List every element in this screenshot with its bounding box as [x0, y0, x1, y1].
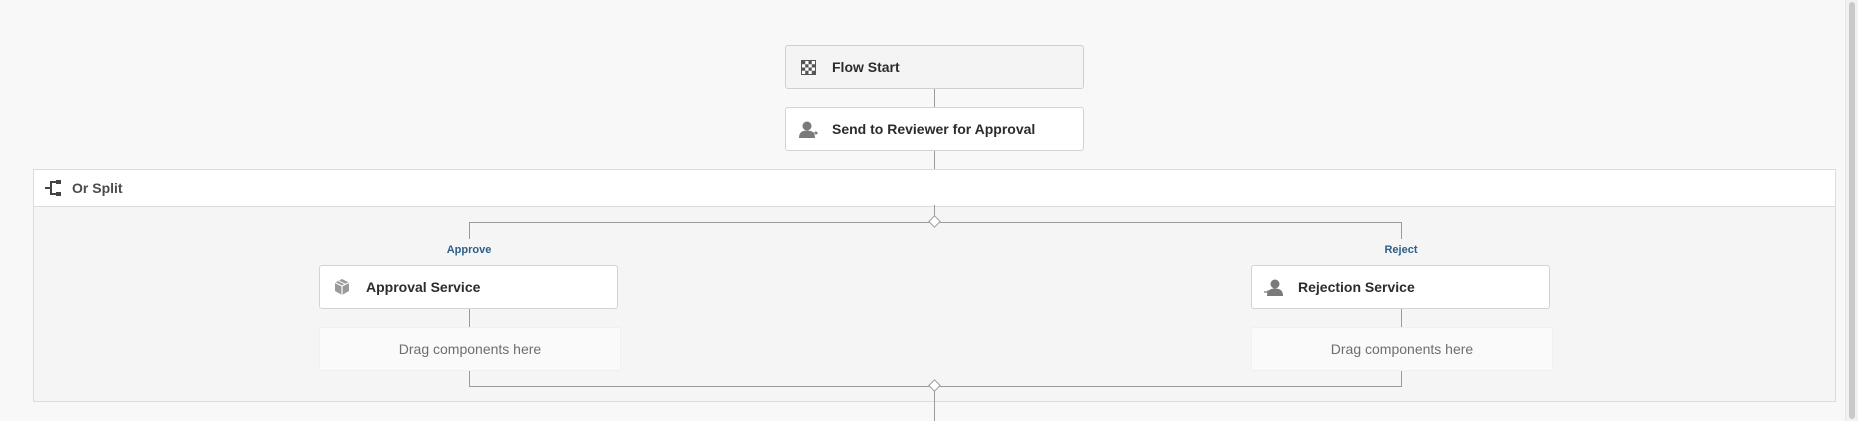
connector-join-down [934, 391, 935, 421]
or-split-label: Or Split [72, 180, 123, 196]
connector-start-to-reviewer [934, 88, 935, 108]
approval-service-label: Approval Service [366, 279, 481, 295]
connector-split-top [934, 205, 935, 222]
flow-start-label: Flow Start [832, 59, 900, 75]
rejection-service-node[interactable]: Rejection Service [1251, 265, 1550, 309]
connector-branch-approve-down [469, 222, 470, 239]
send-to-reviewer-node[interactable]: Send to Reviewer for Approval [785, 107, 1084, 151]
or-split-header[interactable]: Or Split [34, 170, 1835, 207]
participant-user-icon [1264, 277, 1284, 297]
or-split-container[interactable]: Or Split [33, 169, 1836, 402]
flow-start-node[interactable]: Flow Start [785, 45, 1084, 89]
approval-service-node[interactable]: Approval Service [319, 265, 618, 309]
scrollbar-thumb[interactable] [1849, 2, 1855, 419]
participant-user-icon [798, 119, 818, 139]
connector-approval-to-dropzone [469, 309, 470, 327]
connector-approve-to-join [469, 371, 470, 386]
dropzone-reject[interactable]: Drag components here [1251, 327, 1553, 371]
connector-rejection-to-dropzone [1401, 309, 1402, 327]
or-split-icon [44, 179, 62, 197]
vertical-scrollbar[interactable] [1845, 0, 1858, 421]
service-box-icon [332, 277, 352, 297]
branch-label-reject[interactable]: Reject [1384, 244, 1418, 256]
checkered-flag-icon [798, 57, 818, 77]
connector-reject-to-join [1401, 371, 1402, 386]
rejection-service-label: Rejection Service [1298, 279, 1415, 295]
send-to-reviewer-label: Send to Reviewer for Approval [832, 121, 1036, 137]
connector-branch-reject-down [1401, 222, 1402, 239]
branch-label-approve[interactable]: Approve [446, 244, 492, 256]
connector-reviewer-to-split [934, 151, 935, 170]
dropzone-approve[interactable]: Drag components here [319, 327, 621, 371]
